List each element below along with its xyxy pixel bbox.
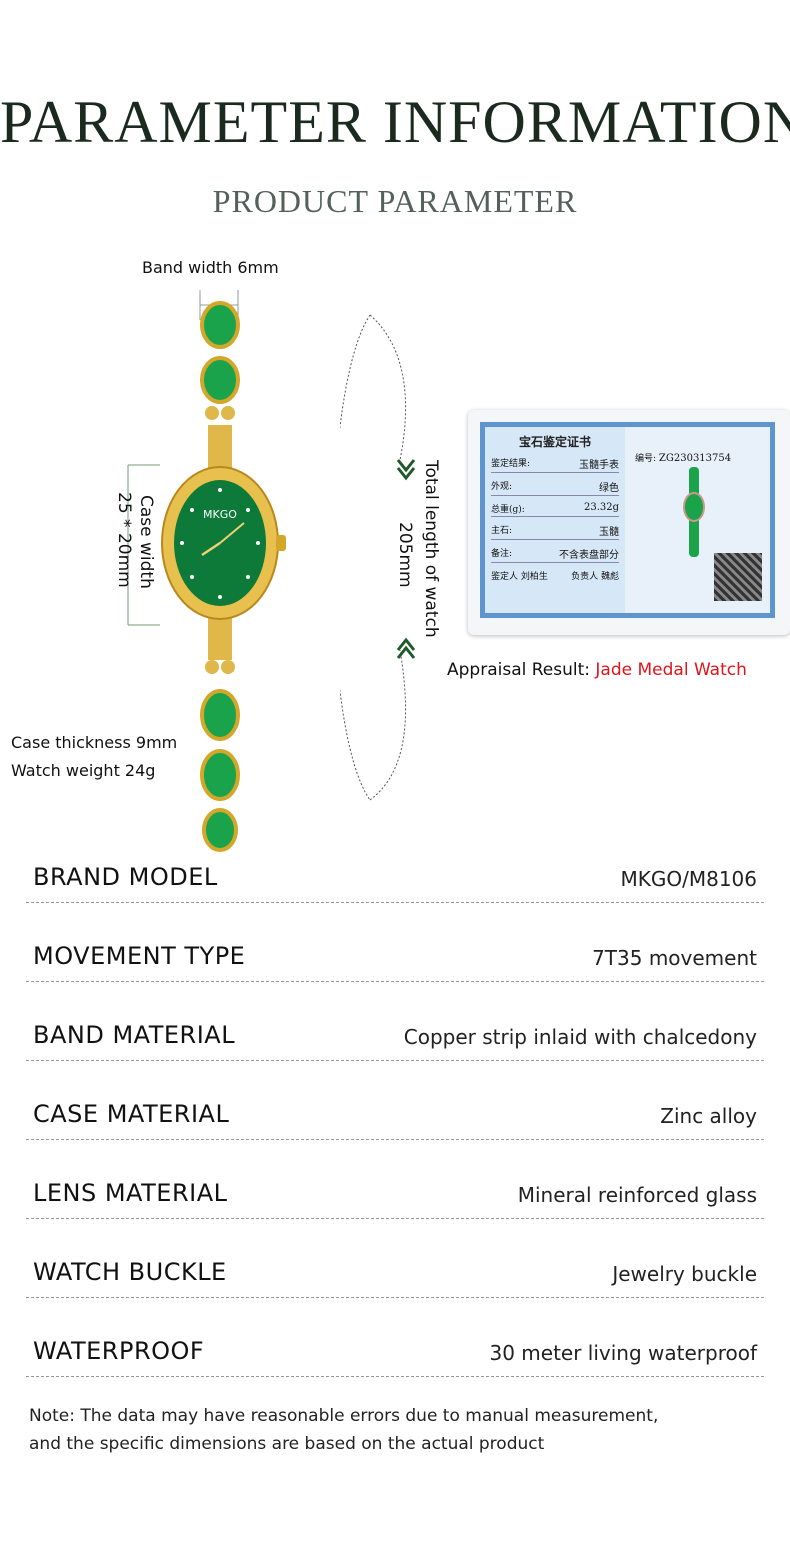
length-arc <box>340 314 416 801</box>
spec-row-brand-model: BRAND MODEL MKGO/M8106 <box>26 863 764 903</box>
appraisal-result: Appraisal Result: Jade Medal Watch <box>447 660 747 680</box>
cert-value: 玉髓手表 <box>579 460 619 471</box>
cert-label: 鉴定结果: <box>491 459 531 469</box>
certificate-image: 宝石鉴定证书 鉴定结果: 玉髓手表 外观: 绿色 总重(g): 23.32g 主石: 玉… <box>468 410 790 635</box>
spec-value: 30 meter living waterproof <box>489 1341 757 1365</box>
cert-value: 玉髓 <box>599 527 619 538</box>
spec-value: 7T35 movement <box>592 946 757 970</box>
spec-label: LENS MATERIAL <box>33 1179 228 1207</box>
case-width-value: 25 * 20mm <box>114 492 134 588</box>
spec-value: Mineral reinforced glass <box>517 1183 757 1207</box>
qr-code <box>714 553 762 601</box>
spec-label: CASE MATERIAL <box>33 1100 230 1128</box>
spec-label: BAND MATERIAL <box>33 1021 236 1049</box>
note-line-2: and the specific dimensions are based on… <box>29 1434 545 1454</box>
cert-number: ZG230313754 <box>658 453 732 464</box>
spec-label: BRAND MODEL <box>33 863 218 891</box>
spec-row-lens-material: LENS MATERIAL Mineral reinforced glass <box>26 1179 764 1219</box>
spec-row-movement-type: MOVEMENT TYPE 7T35 movement <box>26 942 764 982</box>
cert-appraiser: 鉴定人 刘柏生 <box>491 572 548 582</box>
spec-value: Jewelry buckle <box>612 1262 757 1286</box>
cert-value: 23.32g <box>583 502 619 513</box>
case-thickness-label: Case thickness 9mm <box>11 733 178 752</box>
cert-label: 外观: <box>491 482 513 492</box>
spec-value: Zinc alloy <box>660 1104 757 1128</box>
note-line-1: Note: The data may have reasonable error… <box>29 1406 659 1426</box>
cert-responsible: 负责人 魏彪 <box>571 572 619 582</box>
cert-value: 绿色 <box>599 483 619 494</box>
case-width-label: Case width <box>136 495 156 589</box>
spec-row-band-material: BAND MATERIAL Copper strip inlaid with ch… <box>26 1021 764 1061</box>
appraisal-label: Appraisal Result: <box>447 660 590 680</box>
watch-weight-label: Watch weight 24g <box>11 761 156 780</box>
band-width-label: Band width 6mm <box>142 258 279 277</box>
appraisal-value: Jade Medal Watch <box>595 660 747 680</box>
spec-row-watch-buckle: WATCH BUCKLE Jewelry buckle <box>26 1258 764 1298</box>
spec-row-case-material: CASE MATERIAL Zinc alloy <box>26 1100 764 1140</box>
spec-label: WATERPROOF <box>33 1337 205 1365</box>
dial-brand: MKGO <box>203 508 237 521</box>
spec-value: Copper strip inlaid with chalcedony <box>403 1025 757 1049</box>
spec-value: MKGO/M8106 <box>620 867 757 891</box>
total-length-label: Total length of watch <box>421 460 441 638</box>
watch-image: MKGO <box>127 290 286 852</box>
certificate-title: 宝石鉴定证书 <box>518 435 591 449</box>
page-title: PARAMETER INFORMATION <box>0 89 790 155</box>
cert-number-label: 编号: <box>635 454 657 464</box>
spec-row-waterproof: WATERPROOF 30 meter living waterproof <box>26 1337 764 1377</box>
spec-label: MOVEMENT TYPE <box>33 942 246 970</box>
cert-label: 主石: <box>491 526 513 536</box>
cert-label: 总重(g): <box>491 505 525 515</box>
cert-label: 备注: <box>491 549 513 559</box>
total-length-value: 205mm <box>395 522 415 588</box>
cert-value: 不含表盘部分 <box>559 550 619 561</box>
spec-label: WATCH BUCKLE <box>33 1258 227 1286</box>
page-subtitle: PRODUCT PARAMETER <box>212 183 578 219</box>
